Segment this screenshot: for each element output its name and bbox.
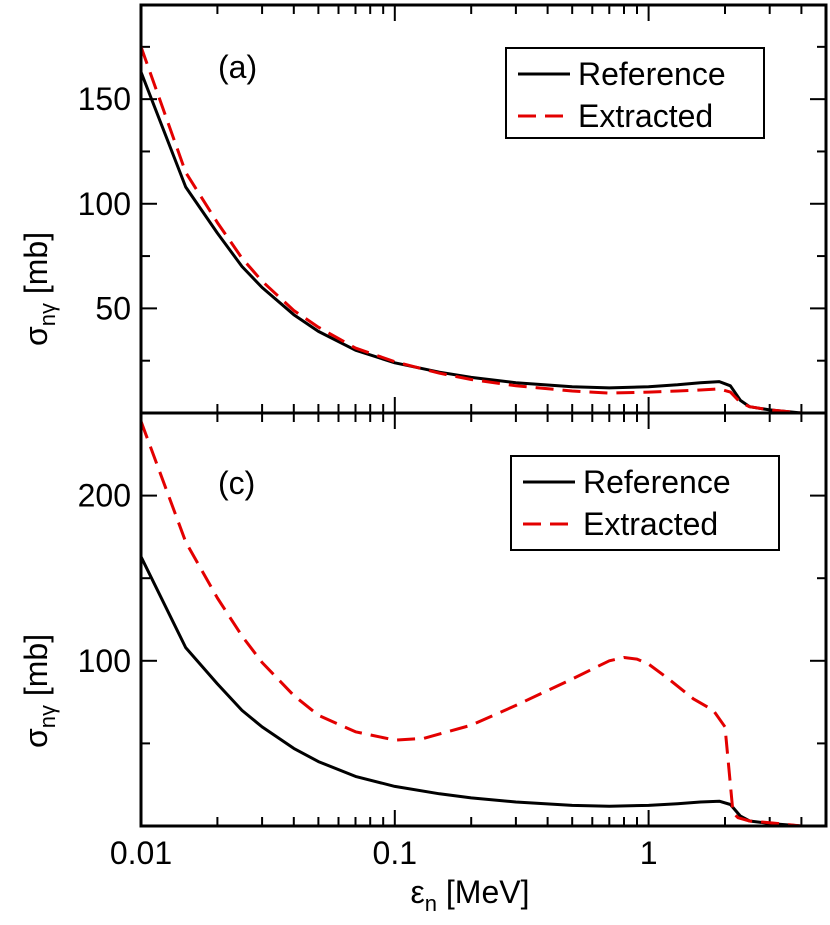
series-line-reference [139,556,802,828]
panel-c-label: (c) [218,465,255,501]
legend-box [505,47,765,139]
series-line-extracted [139,420,802,828]
y-tick-label: 150 [78,81,131,117]
panel-a-ticks: 50 100 150 [78,5,827,413]
panel-c-ylabel-main: σ [18,728,54,748]
panel-c-ylabel-sub: nγ [35,705,60,728]
panel-a-ylabel-main: σ [18,326,54,346]
panel-c-ylabel: σnγ [mb] [18,634,60,748]
series-line-extracted [139,46,802,415]
y-tick-label: 100 [78,643,131,679]
legend-label: Reference [583,464,731,500]
legend-label: Extracted [578,98,713,134]
panel-a-ylabel: σnγ [mb] [18,232,60,346]
x-axis-label-unit: [MeV] [437,874,529,910]
x-tick-label: 1 [640,835,658,871]
panel-a-ylabel-sub: nγ [35,303,60,326]
y-tick-label: 50 [95,290,131,326]
x-axis-label-main: ε [411,874,425,910]
panel-c-ylabel-unit: [mb] [18,634,54,705]
y-tick-label: 200 [78,478,131,514]
x-tick-label: 0.1 [373,835,417,871]
x-axis-label-sub: n [425,891,437,916]
series-line-reference [139,71,802,415]
panel-a-label: (a) [218,49,257,85]
x-tick-label: 0.01 [110,835,172,871]
legend-label: Extracted [583,506,718,542]
panel-c-series [139,420,802,828]
legend-box [510,455,780,551]
panel-c-frame [139,411,828,828]
x-axis-label: εn [MeV] [411,874,530,916]
legend-label: Reference [578,56,726,92]
panel-a-ylabel-unit: [mb] [18,232,54,303]
panel-a-series [139,46,802,415]
y-tick-label: 100 [78,186,131,222]
